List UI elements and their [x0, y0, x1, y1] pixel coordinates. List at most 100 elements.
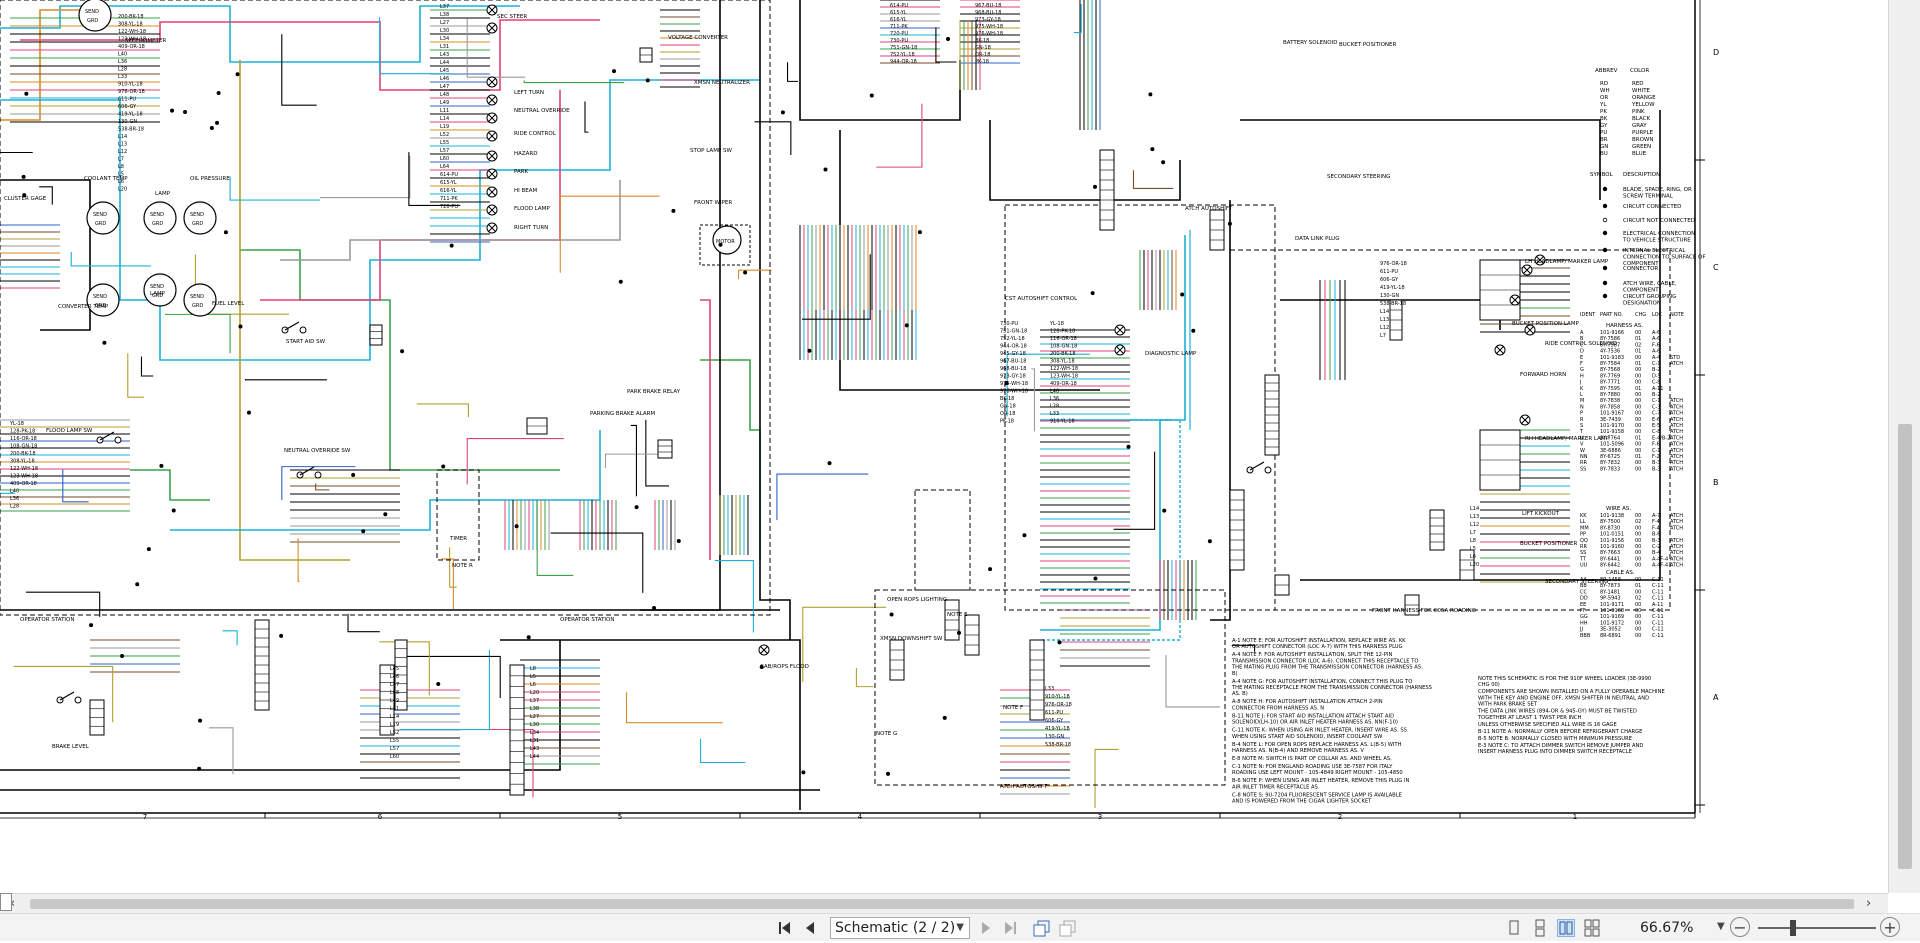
- sidebar-toggle[interactable]: [0, 893, 12, 911]
- back-view-button[interactable]: [1032, 919, 1052, 937]
- note-text: CHG 00): [1478, 682, 1500, 688]
- wire-tag: L38: [530, 706, 539, 712]
- vertical-scroll-thumb[interactable]: [1898, 424, 1912, 869]
- horizontal-scroll-thumb[interactable]: [30, 899, 1854, 909]
- wire-tag: L64: [440, 164, 449, 170]
- connector-wire: [714, 560, 754, 633]
- zoom-level[interactable]: 66.67%: [1640, 920, 1694, 936]
- table-cell: E-4/B-2: [1652, 435, 1670, 441]
- table-cell: 02: [1635, 596, 1641, 602]
- wire-tag: 538-BR-18: [1045, 742, 1071, 748]
- trunk-wire: [989, 120, 1181, 201]
- table-cell: 8Y-7832: [1600, 460, 1620, 466]
- table-cell: STD: [1670, 355, 1680, 361]
- junction-dot: [942, 715, 947, 720]
- table-cell: G: [1580, 367, 1584, 373]
- table-cell: 101-9138: [1600, 513, 1624, 519]
- connector-wire: [281, 466, 356, 501]
- connector-wire: [584, 101, 589, 133]
- table-cell: 00: [1635, 577, 1641, 583]
- junction-dot: [436, 681, 441, 686]
- column-number: 7: [143, 813, 147, 821]
- table-cell: ATCH: [1670, 466, 1683, 472]
- horizontal-scrollbar[interactable]: ‹ ›: [0, 893, 1888, 913]
- table-cell: FF: [1580, 608, 1586, 614]
- table-cell: F-6: [1652, 442, 1660, 448]
- last-page-button[interactable]: [1000, 919, 1020, 937]
- wire-tag: 122-WH-18: [118, 29, 146, 35]
- junction-dot: [279, 633, 284, 638]
- last-page-icon: [1005, 922, 1016, 934]
- forward-view-button[interactable]: [1058, 919, 1078, 937]
- zoom-in-button[interactable]: +: [1880, 917, 1900, 937]
- connector-wire: [25, 591, 101, 617]
- scroll-right-icon[interactable]: ›: [1866, 896, 1872, 911]
- trunk-wire: [0, 179, 91, 331]
- two-page-continuous-button[interactable]: [1583, 919, 1601, 937]
- table-cell: 8Y-7584: [1600, 361, 1620, 367]
- table-cell: 00: [1635, 550, 1641, 556]
- zoom-dropdown-icon[interactable]: ▼: [1717, 921, 1725, 932]
- wire-tag: L13: [118, 142, 127, 148]
- legend-header: DESCRIPTION: [1623, 172, 1660, 178]
- previous-page-button[interactable]: [800, 919, 820, 937]
- connector-wire: [164, 313, 231, 354]
- component-label: NEUTRAL OVERRIDE SW: [284, 448, 351, 454]
- wire-tag: L46: [390, 674, 399, 680]
- wire-tag: 200-BK-18: [10, 451, 36, 457]
- table-cell: ATCH: [1670, 429, 1683, 435]
- connector-wire: [62, 469, 89, 503]
- note-text: WITH THE KEY AND ENGINE OFF, XMSN SHIFTE…: [1478, 695, 1649, 701]
- next-page-button[interactable]: [976, 919, 996, 937]
- wire-tag: L5: [118, 172, 124, 178]
- table-cell: HH: [1580, 620, 1588, 626]
- wire-tag: L33: [1050, 411, 1059, 417]
- component-label: BUCKET POSITION LAMP: [1512, 321, 1579, 327]
- junction-dot: [361, 529, 366, 534]
- table-cell: 101-9156: [1600, 538, 1624, 544]
- junction-dot: [441, 464, 446, 469]
- legend-abbrev: BR: [1600, 137, 1608, 143]
- wire-tag: 973-GY-18: [975, 17, 1001, 23]
- table-cell: 8Y-7595: [1600, 386, 1620, 392]
- wire-tag: 945-GY-18: [975, 0, 1001, 2]
- zoom-out-button[interactable]: −: [1730, 917, 1750, 937]
- legend-color: RED: [1632, 81, 1644, 87]
- scroll-left-icon[interactable]: ‹: [10, 896, 16, 911]
- trunk-wire: [0, 9, 80, 121]
- wire-tag: 611-PU: [1380, 269, 1398, 275]
- junction-dot: [159, 463, 164, 468]
- gauge-label: SEND: [190, 212, 204, 218]
- junction-dot: [223, 230, 228, 235]
- wire-tag: 122-WH-18: [10, 466, 38, 472]
- wire-tag: L45: [390, 666, 399, 672]
- table-cell: 00: [1635, 460, 1641, 466]
- junction-dot: [671, 208, 676, 213]
- legend-desc: CIRCUIT GROUPING: [1623, 294, 1676, 300]
- junction-dot: [170, 108, 175, 113]
- page-selector[interactable]: Schematic (2 / 2) ▼: [830, 917, 970, 939]
- wire-tag: 611-PU: [1045, 710, 1063, 716]
- table-cell: B-3: [1652, 466, 1660, 472]
- single-page-view-button[interactable]: [1505, 919, 1523, 937]
- legend-desc: TO VEHICLE STRUCTURE: [1622, 238, 1691, 244]
- operator-station-boundary: [0, 0, 771, 616]
- component-label: RIDE CONTROL: [514, 131, 557, 137]
- connector-wire: [403, 655, 501, 699]
- connector-wire: [222, 630, 238, 646]
- zoom-slider-thumb[interactable]: [1790, 920, 1796, 936]
- next-page-icon: [982, 922, 990, 934]
- first-page-button[interactable]: [776, 919, 796, 937]
- wire-tag: 730-PU: [890, 38, 908, 44]
- connector-wire: [1094, 748, 1119, 808]
- two-page-view-button[interactable]: [1557, 919, 1575, 937]
- vertical-scrollbar[interactable]: [1888, 0, 1920, 893]
- continuous-view-button[interactable]: [1531, 919, 1549, 937]
- wire-tag: L48: [440, 92, 449, 98]
- connector-wire: [802, 254, 871, 320]
- wire-tag: L11: [440, 108, 449, 114]
- zoom-slider-track[interactable]: [1758, 927, 1876, 929]
- junction-dot: [1057, 640, 1062, 645]
